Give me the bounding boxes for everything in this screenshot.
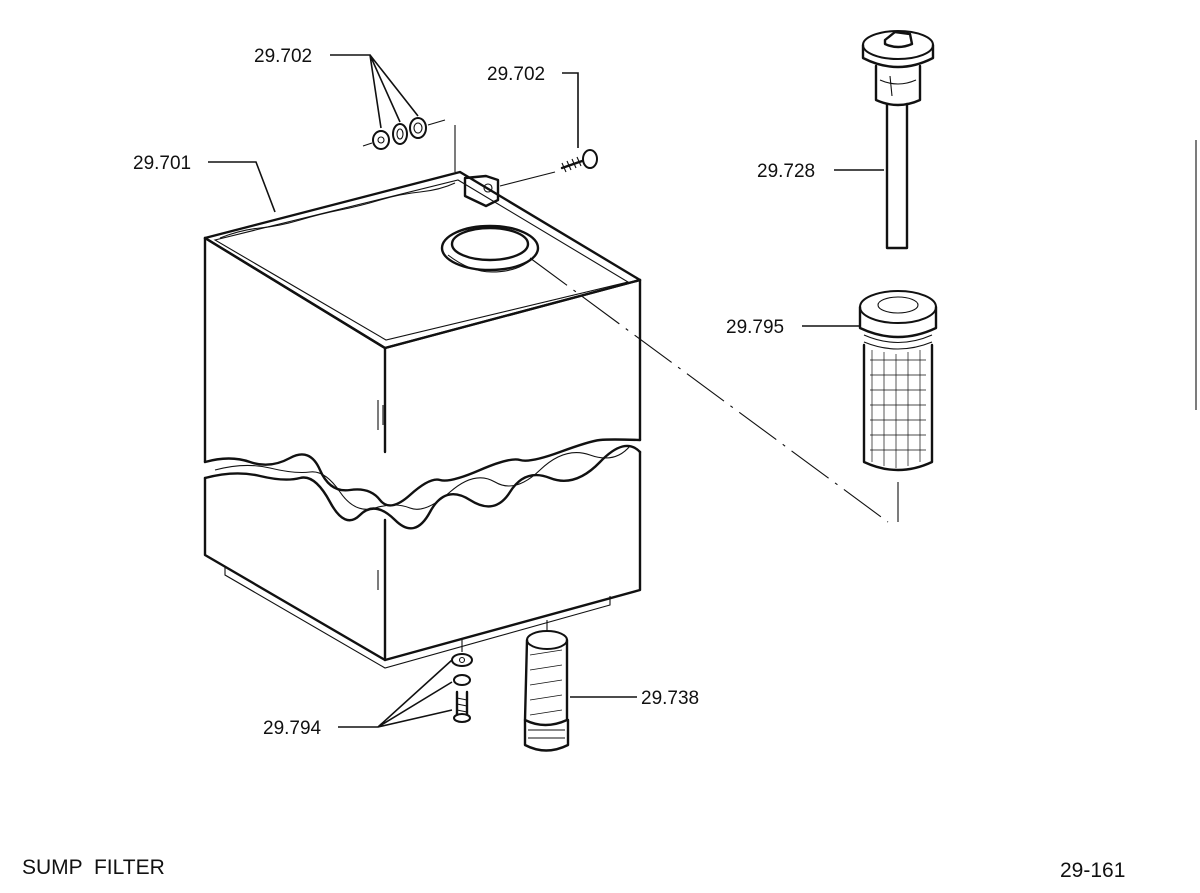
sump-tank	[203, 170, 642, 669]
bolt-washers-29-794	[451, 640, 473, 723]
drain-plug-29-738	[523, 620, 570, 752]
label-29-795: 29.795	[726, 317, 784, 338]
label-29-701: 29.701	[133, 153, 191, 174]
dipstick-29-728	[861, 30, 935, 250]
filter-29-795	[858, 290, 938, 522]
label-29-738: 29.738	[641, 688, 699, 709]
nut-washers-29-702	[362, 117, 446, 150]
leader-lines	[208, 54, 884, 728]
label-29-794: 29.794	[263, 718, 322, 739]
page-number: 29-161	[1060, 859, 1125, 882]
label-29-702-left: 29.702	[254, 46, 312, 67]
tank-bracket	[454, 125, 500, 208]
label-29-728: 29.728	[757, 161, 815, 182]
page-title: SUMP FILTER	[22, 856, 165, 879]
screw-29-702	[499, 149, 598, 187]
label-29-702-right: 29.702	[487, 64, 545, 85]
assembly-centerline	[529, 257, 889, 523]
